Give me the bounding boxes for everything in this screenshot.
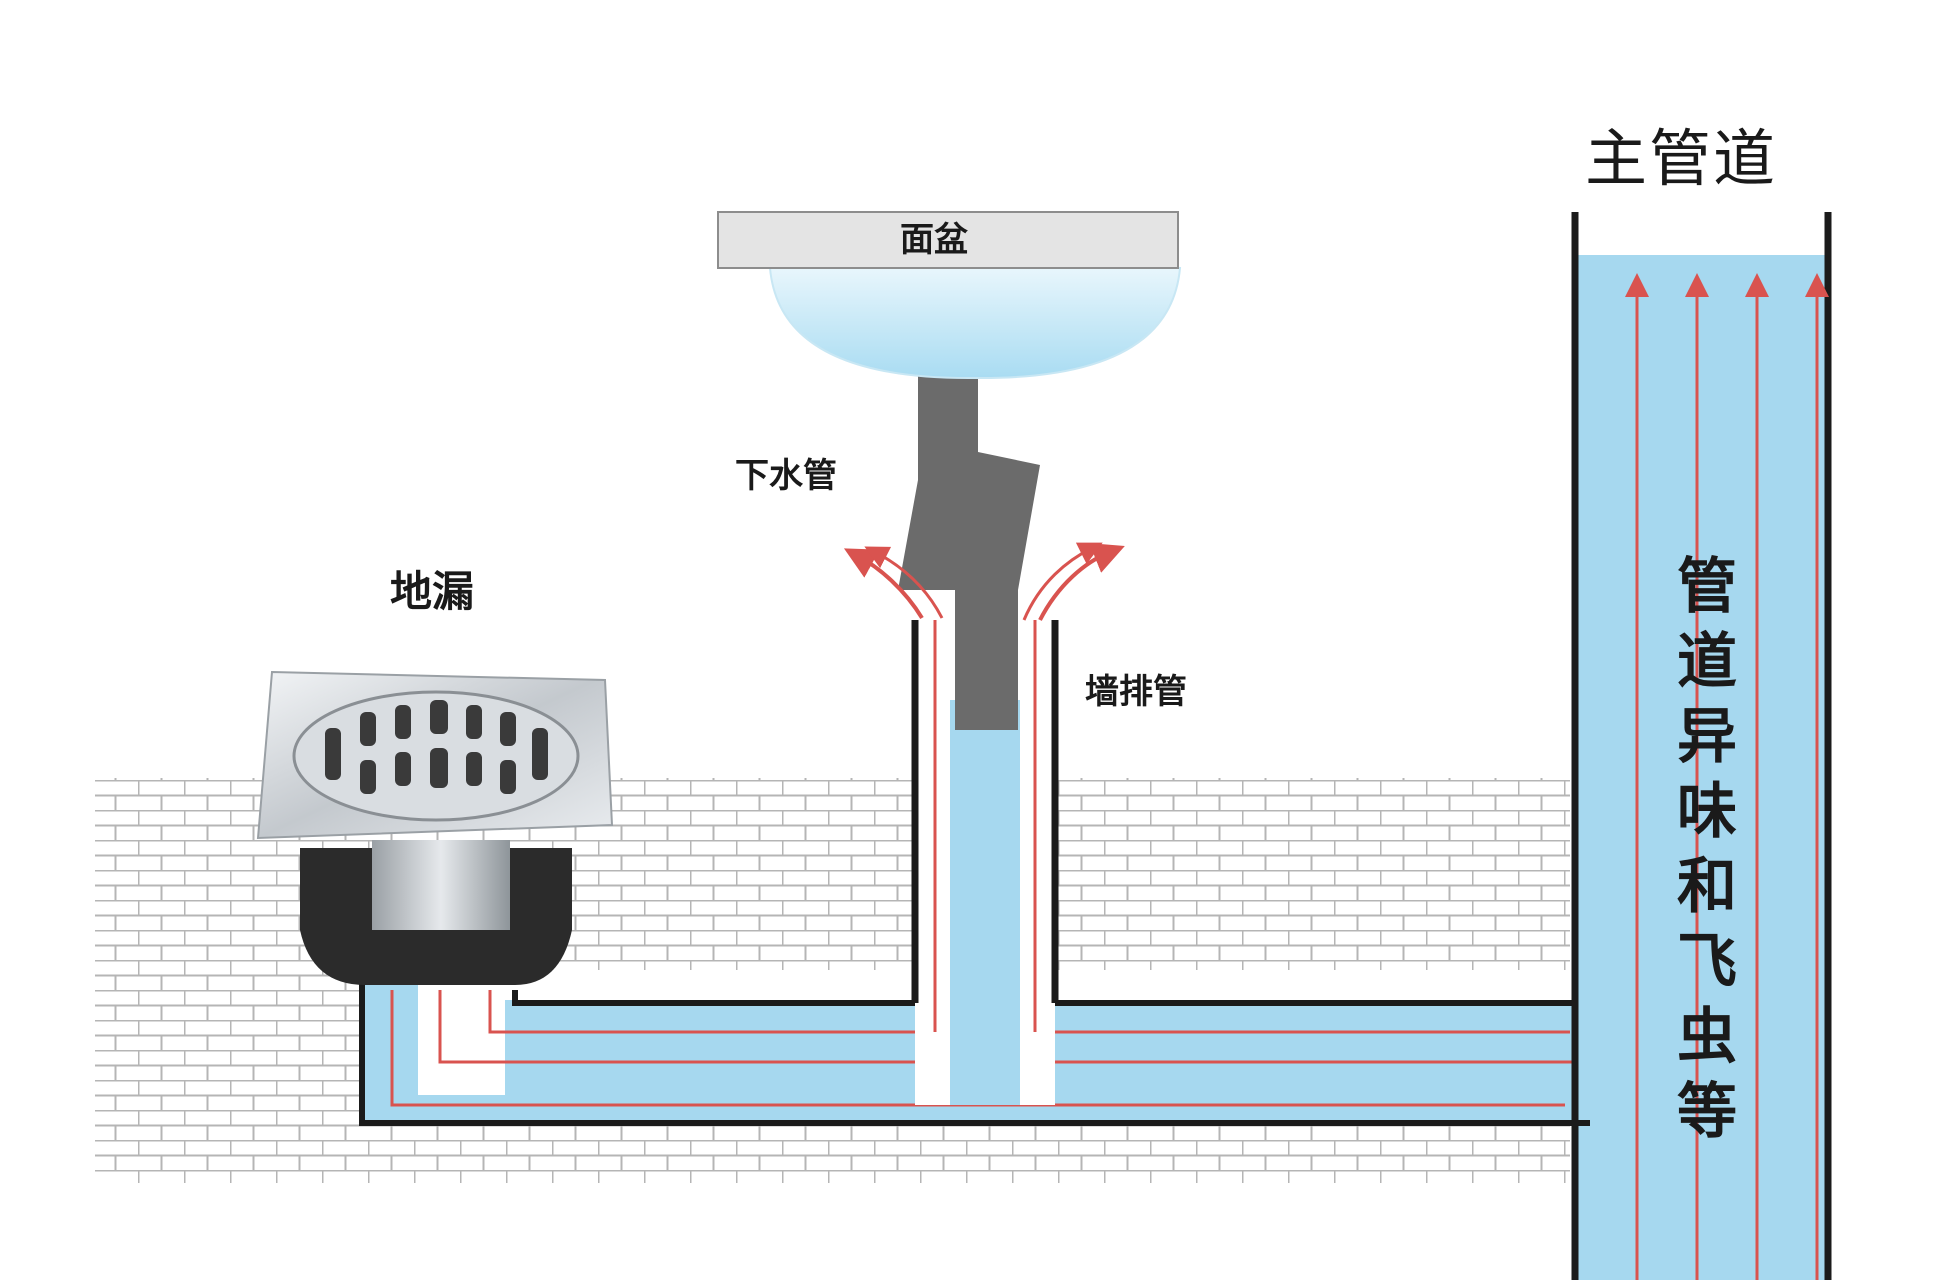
main-pipe-label: 主管道 xyxy=(1585,122,1778,195)
basin xyxy=(717,211,1182,380)
floor-drain-label: 地漏 xyxy=(390,567,475,616)
odor-insects-label: 管道异味和飞虫等 xyxy=(1677,552,1737,1147)
floor-drain-grate-icon xyxy=(292,690,580,822)
wall-drain-pipe xyxy=(911,620,1059,1105)
arrow-up-icon xyxy=(1022,542,1103,621)
drain-pipe-label: 下水管 xyxy=(735,456,837,496)
arrow-up-icon xyxy=(1038,543,1125,621)
floor-drain xyxy=(256,670,614,985)
odor-arrows xyxy=(843,542,1125,621)
wall-pipe-label: 墙排管 xyxy=(1085,672,1187,712)
drain-pipe xyxy=(898,372,1040,730)
main-pipe xyxy=(1571,212,1832,1280)
arrow-up-icon xyxy=(864,546,944,619)
basin-label: 面盆 xyxy=(900,220,968,260)
